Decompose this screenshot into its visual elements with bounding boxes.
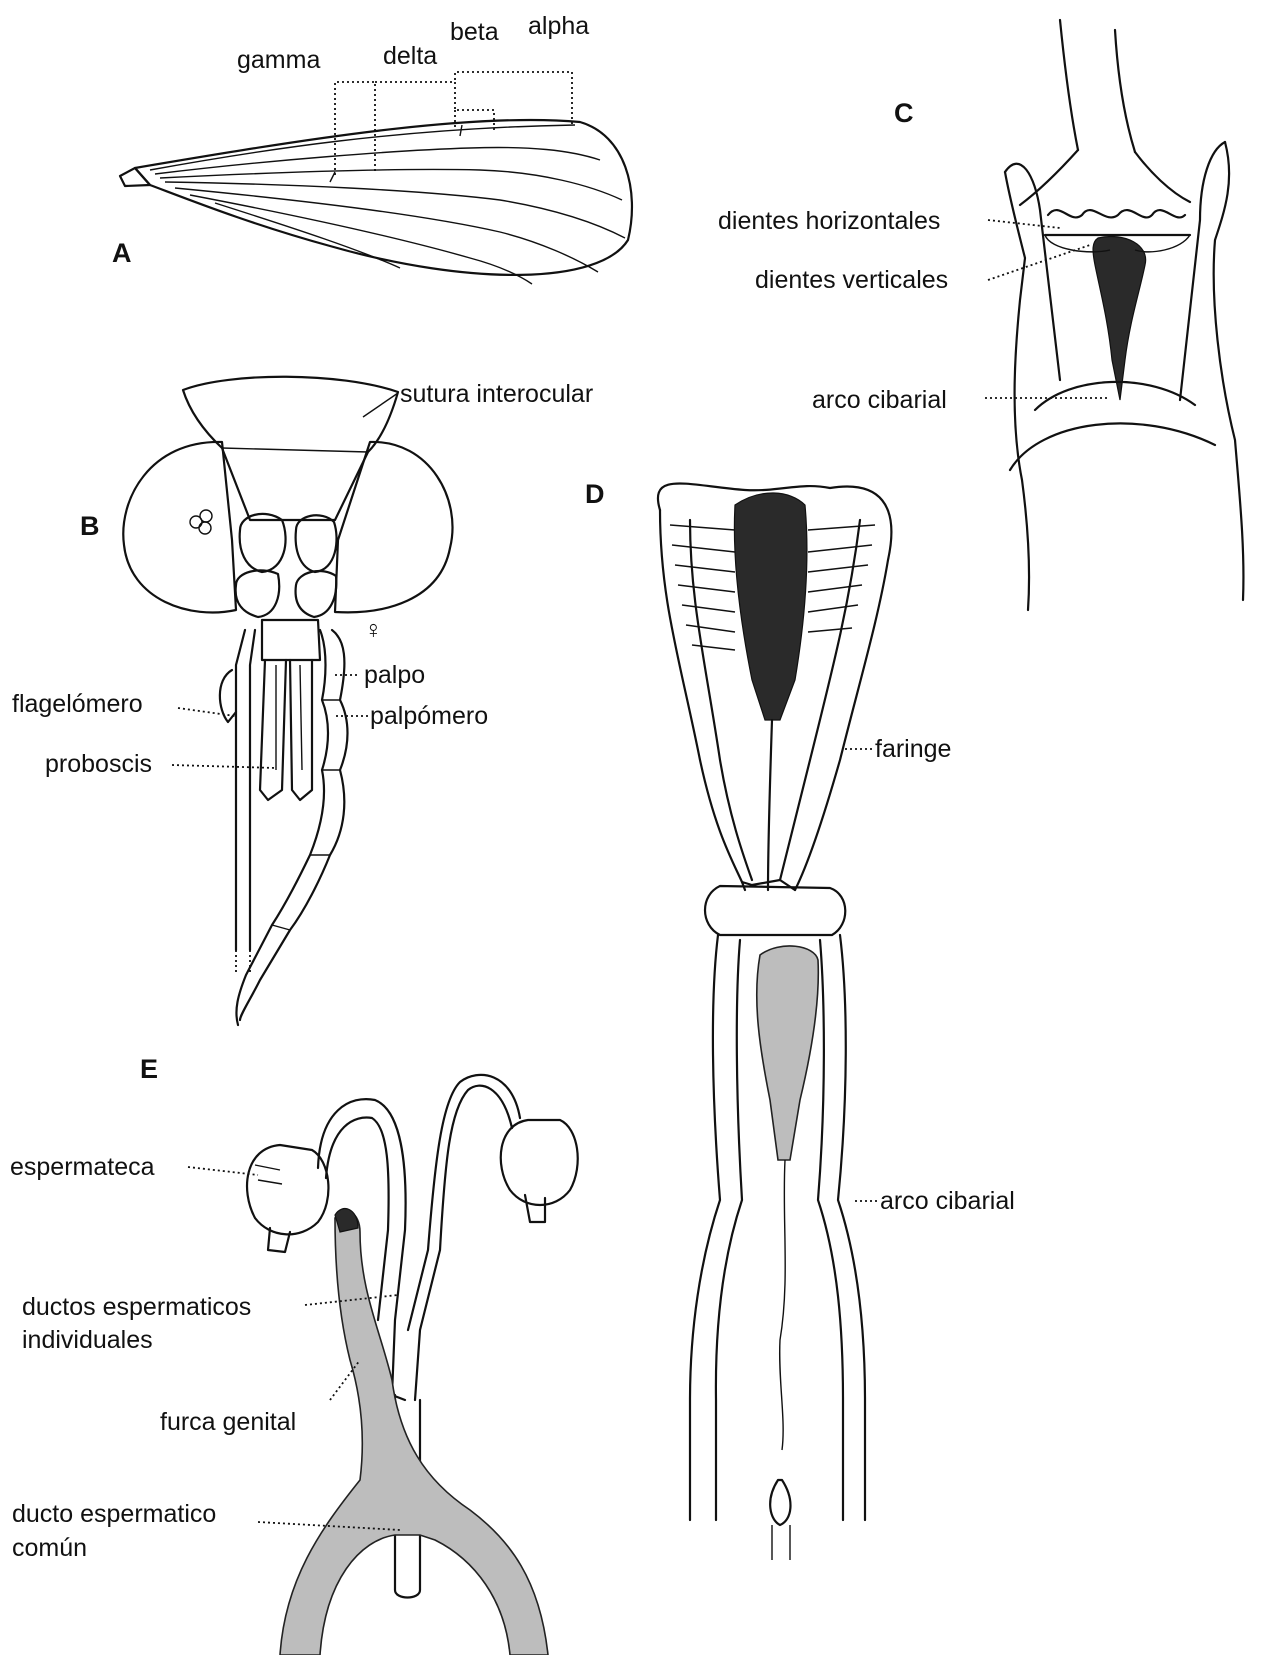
wing-label-beta: beta xyxy=(450,18,499,46)
label-flagelomero: flagelómero xyxy=(12,690,143,718)
label-ducto-comun-line1: ducto espermatico xyxy=(12,1500,216,1528)
label-dientes-horizontales: dientes horizontales xyxy=(718,207,940,235)
label-furca-genital: furca genital xyxy=(160,1408,296,1436)
panel-label-c: C xyxy=(894,98,914,128)
label-palpo: palpo xyxy=(364,661,425,689)
label-dientes-verticales: dientes verticales xyxy=(755,266,948,294)
label-ducto-comun-line2: común xyxy=(12,1534,87,1562)
label-sutura-interocular: sutura interocular xyxy=(400,380,593,408)
head-drawing xyxy=(123,377,452,1025)
wing-drawing xyxy=(120,72,632,284)
label-arco-cibarial-c: arco cibarial xyxy=(812,386,947,414)
label-ductos-line2: individuales xyxy=(22,1326,153,1354)
female-symbol: ♀ xyxy=(364,616,383,644)
wing-label-delta: delta xyxy=(383,42,437,70)
panel-label-b: B xyxy=(80,511,100,541)
wing-label-gamma: gamma xyxy=(237,46,320,74)
label-palpomero: palpómero xyxy=(370,702,488,730)
wing-label-alpha: alpha xyxy=(528,12,589,40)
label-arco-cibarial-d: arco cibarial xyxy=(880,1187,1015,1215)
panel-label-a: A xyxy=(112,238,132,268)
leader-flagelomero xyxy=(178,708,235,716)
label-faringe: faringe xyxy=(875,735,951,763)
leader-dientes-verticales xyxy=(988,245,1090,280)
panel-label-d: D xyxy=(585,479,605,509)
label-proboscis: proboscis xyxy=(45,750,152,778)
pharynx-drawing xyxy=(658,483,891,1560)
label-espermateca: espermateca xyxy=(10,1153,155,1181)
label-ductos-line1: ductos espermaticos xyxy=(22,1293,251,1321)
cibarium-drawing xyxy=(1005,20,1243,610)
genital-drawing xyxy=(247,1075,578,1655)
leader-sutura xyxy=(363,393,398,417)
leader-dientes-horizontales xyxy=(988,220,1060,228)
panel-label-e: E xyxy=(140,1054,158,1084)
